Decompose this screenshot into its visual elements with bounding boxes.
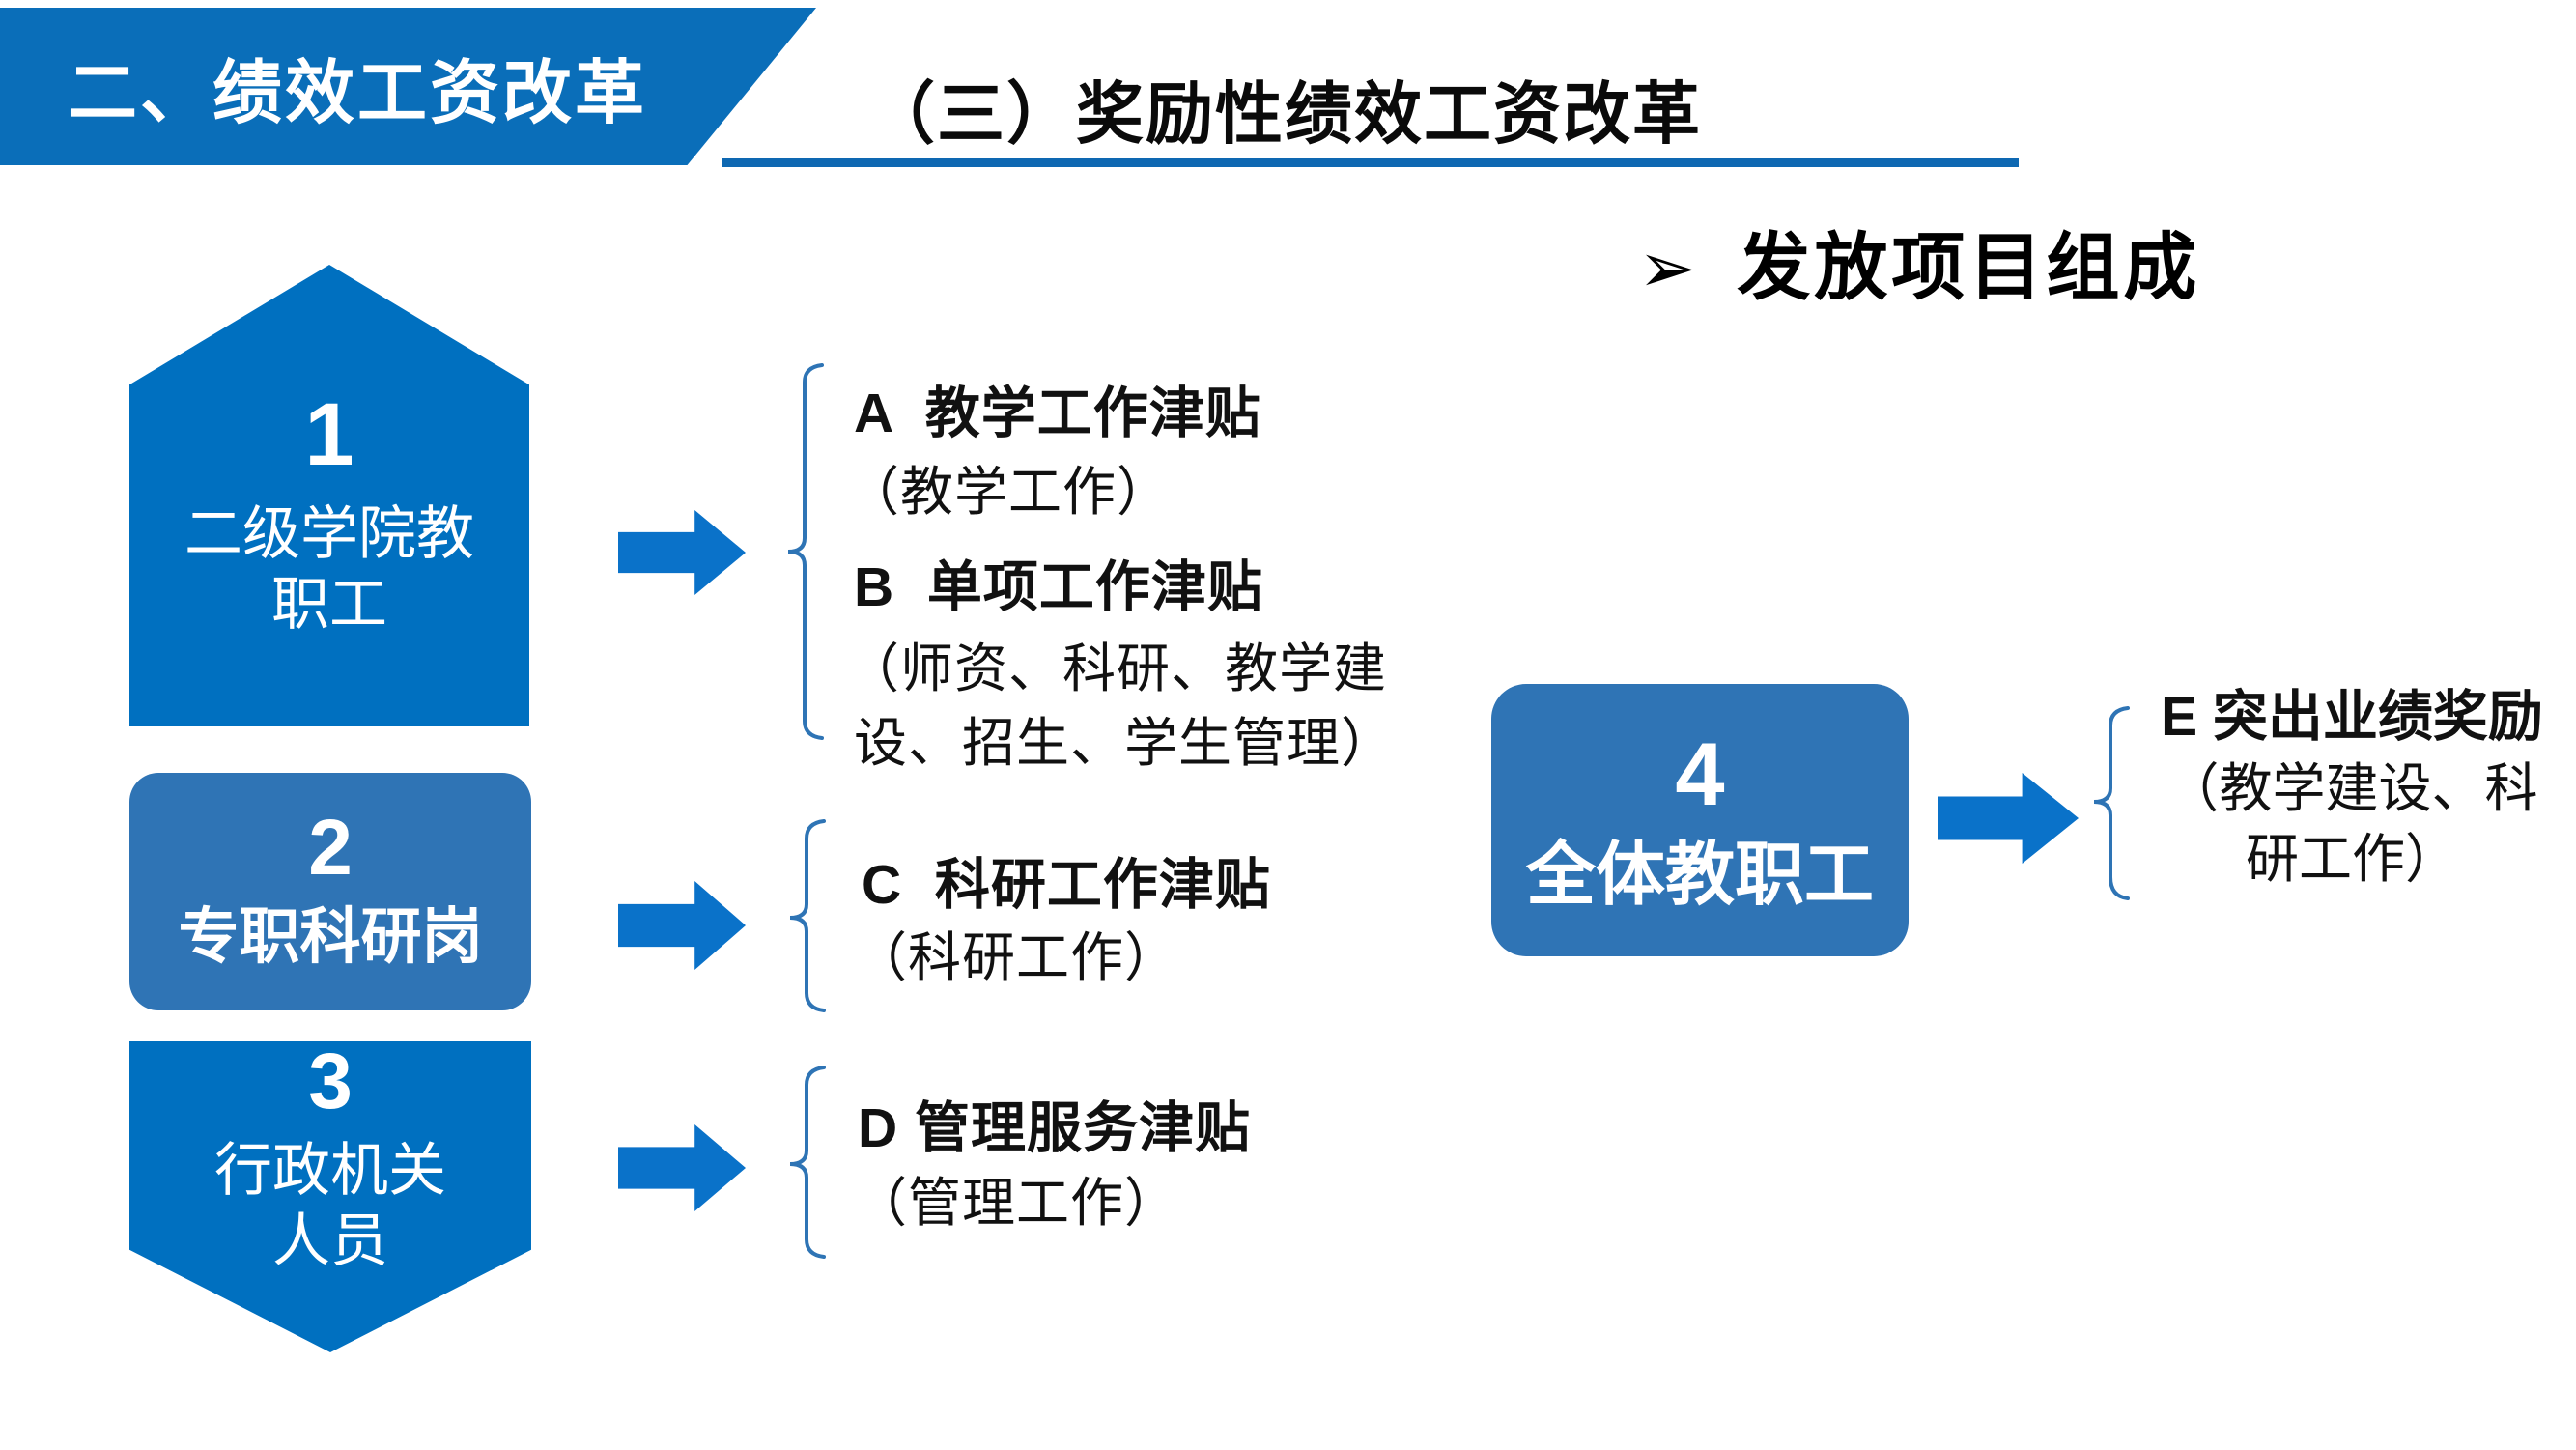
allowance-b-detail-line1: （师资、科研、教学建	[846, 639, 1388, 698]
group-4-shape: 4 全体教职工	[1491, 684, 1909, 956]
group-2-shape: 2 专职科研岗	[129, 773, 531, 1010]
group-4-label: 全体教职工	[1525, 837, 1874, 914]
allowance-b-detail-line2: 设、招生、学生管理）	[854, 713, 1396, 773]
arrow-bullet-icon: ➢	[1638, 230, 1697, 307]
group-1-label-line2: 职工	[271, 572, 387, 637]
group-3-label-line1: 行政机关	[214, 1137, 446, 1203]
group-2-number: 2	[308, 804, 353, 893]
right-arrow-2-icon	[618, 881, 746, 970]
group-3-label-line2: 人员	[272, 1208, 388, 1273]
right-arrow-1-icon	[618, 510, 746, 595]
allowance-a-title: A 教学工作津贴	[854, 383, 1261, 444]
bullet-heading: ➢ 发放项目组成	[1638, 232, 2200, 305]
bullet-heading-label: 发放项目组成	[1737, 227, 2201, 309]
page-title: （三）奖励性绩效工资改革	[867, 76, 1702, 152]
group-1-number: 1	[304, 384, 354, 484]
banner-title: 二、绩效工资改革	[68, 55, 648, 132]
group-4-number: 4	[1675, 725, 1725, 824]
allowance-a-detail: （教学工作）	[846, 462, 1172, 522]
group-3-number: 3	[308, 1037, 353, 1125]
group-3-shape: 3 行政机关 人员	[129, 1041, 531, 1352]
right-arrow-3-icon	[618, 1124, 746, 1211]
allowance-d-detail: （管理工作）	[854, 1173, 1179, 1233]
ab-brace-icon	[787, 363, 824, 740]
c-brace-icon	[789, 819, 826, 1012]
group-1-label-line1: 二级学院教	[184, 500, 474, 566]
right-arrow-4-icon	[1938, 773, 2079, 864]
group-2-label: 专职科研岗	[178, 903, 483, 972]
group-1-shape: 1 二级学院教 职工	[129, 265, 529, 726]
section-banner: 二、绩效工资改革	[0, 8, 816, 165]
allowance-d-title: D 管理服务津贴	[858, 1097, 1251, 1159]
allowance-c-title: C 科研工作津贴	[862, 854, 1271, 916]
allowance-c-detail: （科研工作）	[854, 927, 1179, 987]
allowance-e-block: E 突出业绩奖励 （教学建设、科 研工作）	[2135, 690, 2569, 886]
allowance-e-detail-line2: 研工作）	[2245, 829, 2458, 889]
title-underline	[722, 158, 2019, 167]
allowance-b-title: B 单项工作津贴	[854, 556, 1263, 618]
e-brace-icon	[2093, 706, 2130, 900]
d-brace-icon	[789, 1066, 826, 1259]
allowance-e-title: E 突出业绩奖励	[2161, 686, 2543, 748]
allowance-e-detail-line1: （教学建设、科	[2166, 758, 2538, 818]
